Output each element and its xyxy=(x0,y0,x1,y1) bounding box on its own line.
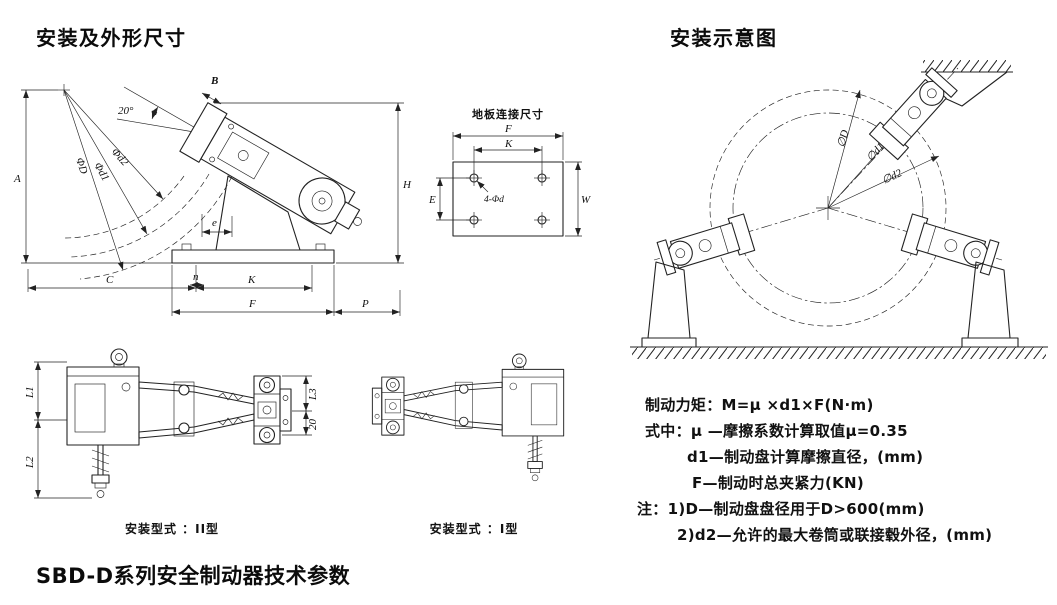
pedestal-right xyxy=(961,261,1019,348)
dim-label-E: E xyxy=(428,194,436,206)
radius-rays xyxy=(58,84,164,271)
ceiling-hatch xyxy=(923,60,1011,72)
dim-label-C: C xyxy=(106,274,114,286)
dim-label-20: 20 xyxy=(307,419,319,431)
heading-outline-dimensions: 安装及外形尺寸 xyxy=(36,26,187,50)
brake-unit-top-right xyxy=(868,67,958,161)
pedestal xyxy=(171,175,335,264)
disc-arcs xyxy=(63,167,237,280)
formula-line-2: 式中：μ —摩擦系数计算取值μ=0.35 xyxy=(645,422,908,440)
outer-diameter-circle xyxy=(709,89,947,327)
brake-unit-right xyxy=(900,213,1000,276)
brake-torque-notes: 制动力矩：M=μ ×d1×F(N·m) 式中：μ —摩擦系数计算取值μ=0.35… xyxy=(637,392,992,548)
dim-label-diaD: ΦD xyxy=(73,156,89,175)
caption-type2: 安装型式 ：II型 xyxy=(124,522,220,536)
bolt-holes xyxy=(466,170,550,228)
brake-disc-circle xyxy=(732,112,924,304)
dim-label-F: F xyxy=(248,298,256,310)
formula-line-3: d1—制动盘计算摩擦直径，(mm) xyxy=(687,448,924,466)
floor-connection-drawing: F K W E 4-Φd xyxy=(428,123,591,237)
dim-label-H: H xyxy=(402,179,412,191)
dim-label-K: K xyxy=(504,138,513,150)
caliper-body xyxy=(371,353,565,482)
dim-label-diaD: ∅D xyxy=(835,129,851,149)
dim-label-e: e xyxy=(212,217,217,229)
dim-label-P: P xyxy=(361,298,369,310)
ground-hatch xyxy=(632,347,1046,359)
formula-line-1: 制动力矩：M=μ ×d1×F(N·m) xyxy=(645,396,874,414)
holes-callout: 4-Φd xyxy=(484,195,504,205)
dim-label-W: W xyxy=(581,194,591,206)
dim-label-diad1: Φd1 xyxy=(91,161,111,184)
dim-label-A: A xyxy=(13,173,21,185)
formula-line-5: 注：1)D—制动盘盘径用于D>600(mm) xyxy=(637,500,925,518)
formula-line-4: F—制动时总夹紧力(KN) xyxy=(692,474,865,492)
dim-label-diad2: ∅d2 xyxy=(880,167,904,187)
brake-unit-left xyxy=(656,213,756,276)
heading-tech-params: SBD-D系列安全制动器技术参数 xyxy=(36,564,351,588)
heading-install-schematic: 安装示意图 xyxy=(670,26,778,50)
floor-connection-title: 地板连接尺寸 xyxy=(472,108,544,121)
dim-label-B: B xyxy=(210,75,218,87)
dim-label-K: K xyxy=(247,274,256,286)
installation-schematic-drawing: ∅D ∅d1 ∅d2 xyxy=(630,60,1048,359)
dim-label-L1: L1 xyxy=(24,386,36,399)
main-assembly-drawing: ΦD Φd1 Φd2 20° xyxy=(13,75,412,316)
brake-unit xyxy=(179,102,362,235)
caliper-drawing-type1 xyxy=(371,353,565,482)
angle-20-label: 20° xyxy=(118,105,134,117)
caption-type1: 安装型式 ：I型 xyxy=(429,522,519,536)
caliper-drawing-type2: L1 L2 L3 20 xyxy=(24,348,319,499)
dim-label-F: F xyxy=(504,123,512,135)
dim-label-diad2: Φd2 xyxy=(109,146,131,169)
caliper-body xyxy=(66,348,292,498)
dim-label-L3: L3 xyxy=(307,388,319,401)
formula-line-6: 2)d2—允许的最大卷筒或联接毂外径，(mm) xyxy=(677,526,993,544)
dim-label-L2: L2 xyxy=(24,456,36,469)
